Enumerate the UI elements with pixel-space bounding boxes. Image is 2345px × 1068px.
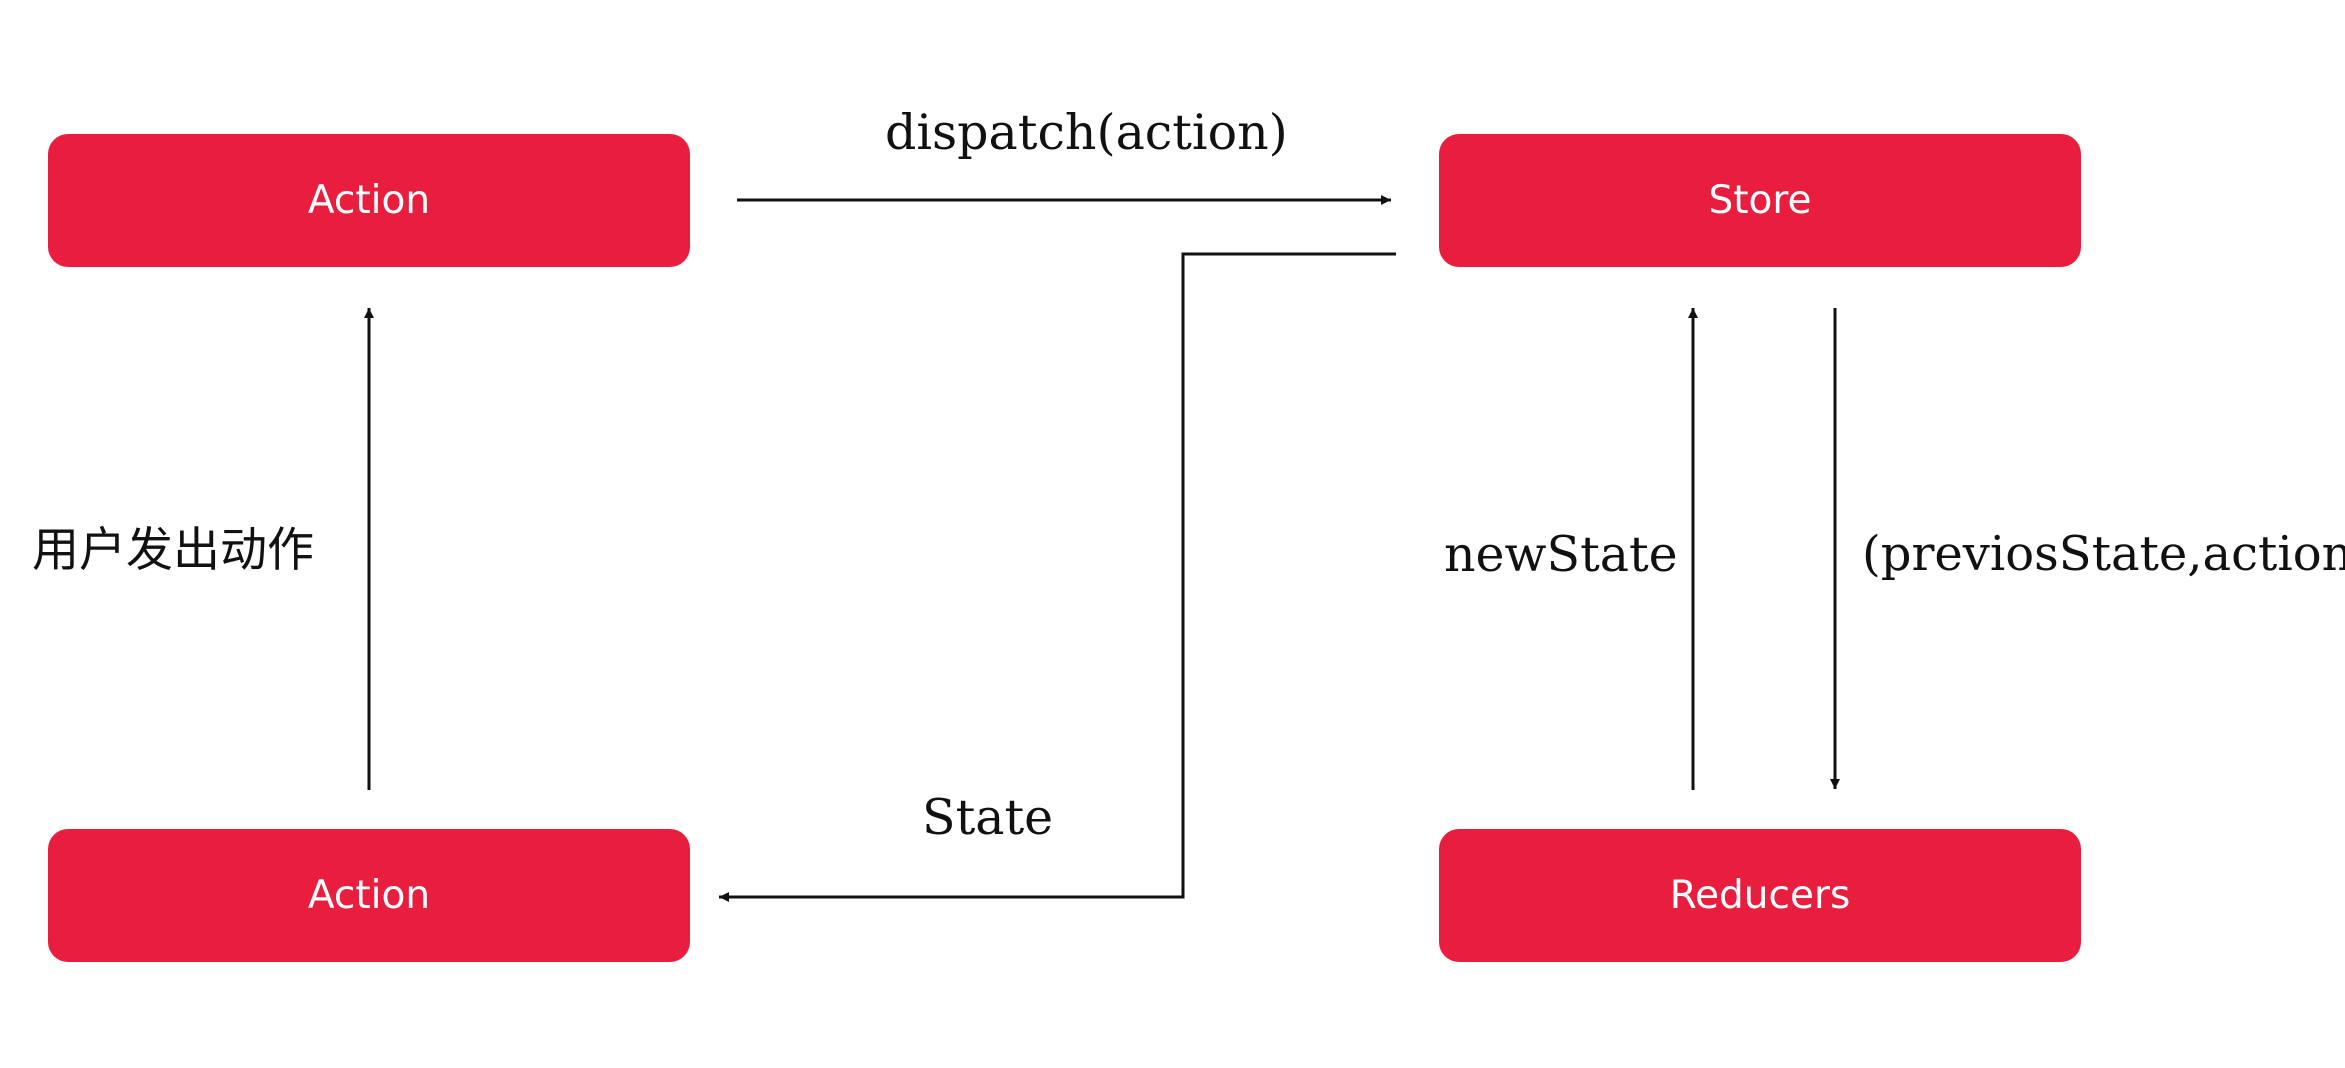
dispatch-action-label: dispatch(action): [885, 104, 1288, 161]
action-node-top: Action: [48, 134, 690, 267]
new-state-label: newState: [1444, 526, 1678, 583]
action-node-bottom-label: Action: [307, 873, 431, 918]
action-node-top-label: Action: [307, 178, 431, 223]
user-action-label: 用户发出动作: [32, 523, 314, 578]
previous-state-action-label: (previosState,action): [1862, 526, 2345, 582]
action-node-bottom: Action: [48, 829, 690, 962]
state-label: State: [922, 789, 1054, 846]
reducers-node: Reducers: [1439, 829, 2081, 962]
store-node: Store: [1439, 134, 2081, 267]
store-node-label: Store: [1708, 178, 1812, 223]
reducers-node-label: Reducers: [1669, 873, 1851, 918]
arrow-state-store-to-action: [719, 252, 1396, 902]
